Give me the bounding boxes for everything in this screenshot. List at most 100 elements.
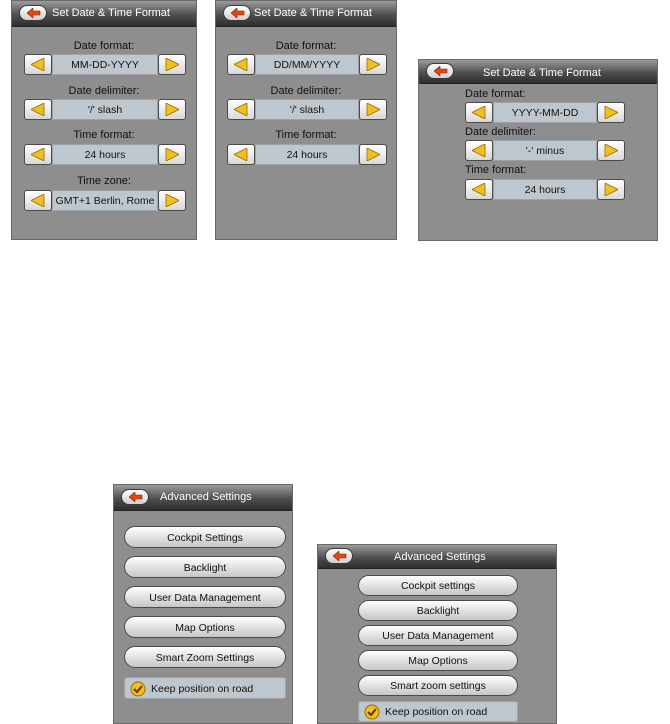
time-zone-label: Time zone: xyxy=(76,175,131,187)
left-arrow-icon xyxy=(234,58,248,71)
back-arrow-icon xyxy=(434,66,448,76)
date-delimiter-value: '/' slash xyxy=(255,99,359,120)
smart-zoom-settings-button[interactable]: Smart Zoom Settings xyxy=(124,646,286,668)
date-format-value: MM-DD-YYYY xyxy=(52,54,158,75)
time-format-prev-button[interactable] xyxy=(465,179,493,200)
right-arrow-icon xyxy=(165,58,179,71)
right-arrow-icon xyxy=(366,58,380,71)
date-format-prev-button[interactable] xyxy=(24,54,52,75)
time-format-label: Time format: xyxy=(275,129,337,141)
date-delimiter-next-button[interactable] xyxy=(359,99,387,120)
date-delimiter-label: Date delimiter: xyxy=(465,126,536,138)
time-format-label: Time format: xyxy=(465,164,527,176)
cockpit-settings-button[interactable]: Cockpit settings xyxy=(358,575,518,596)
smart-zoom-settings-button[interactable]: Smart zoom settings xyxy=(358,675,518,696)
time-format-next-button[interactable] xyxy=(158,144,186,165)
right-arrow-icon xyxy=(604,183,618,196)
back-arrow-icon xyxy=(333,551,347,561)
keep-position-on-road-label: Keep position on road xyxy=(385,706,488,718)
date-format-label: Date format: xyxy=(73,40,135,52)
date-delimiter-prev-button[interactable] xyxy=(24,99,52,120)
left-arrow-icon xyxy=(31,194,45,207)
left-arrow-icon xyxy=(234,103,248,116)
user-data-management-button[interactable]: User Data Management xyxy=(358,625,518,646)
left-arrow-icon xyxy=(234,148,248,161)
title-bar: Set Date & Time Format xyxy=(12,1,196,27)
left-arrow-icon xyxy=(31,103,45,116)
time-zone-next-button[interactable] xyxy=(158,190,186,211)
right-arrow-icon xyxy=(604,144,618,157)
time-zone-value: GMT+1 Berlin, Rome xyxy=(52,190,158,211)
left-arrow-icon xyxy=(472,183,486,196)
date-format-value: DD/MM/YYYY xyxy=(255,54,359,75)
backlight-button[interactable]: Backlight xyxy=(124,556,286,578)
back-button[interactable] xyxy=(121,489,149,505)
time-format-value: 24 hours xyxy=(255,144,359,165)
keep-position-on-road-checkbox[interactable]: Keep position on road xyxy=(358,701,518,722)
keep-position-on-road-checkbox[interactable]: Keep position on road xyxy=(124,677,286,699)
map-options-button[interactable]: Map Options xyxy=(124,616,286,638)
checkmark-icon xyxy=(364,704,380,720)
back-button[interactable] xyxy=(223,5,251,21)
checkmark-icon xyxy=(130,681,146,697)
back-arrow-icon xyxy=(27,8,41,18)
time-format-prev-button[interactable] xyxy=(24,144,52,165)
right-arrow-icon xyxy=(165,103,179,116)
advanced-settings-panel-1: Advanced Settings Cockpit Settings Backl… xyxy=(113,484,293,724)
date-delimiter-label: Date delimiter: xyxy=(270,85,342,97)
user-data-management-button[interactable]: User Data Management xyxy=(124,586,286,608)
time-format-next-button[interactable] xyxy=(359,144,387,165)
date-format-value: YYYY-MM-DD xyxy=(493,102,597,123)
back-button[interactable] xyxy=(325,548,353,564)
date-format-prev-button[interactable] xyxy=(227,54,255,75)
date-format-prev-button[interactable] xyxy=(465,102,493,123)
date-format-label: Date format: xyxy=(275,40,337,52)
page-title: Advanced Settings xyxy=(394,551,486,563)
date-format-next-button[interactable] xyxy=(597,102,625,123)
cockpit-settings-button[interactable]: Cockpit Settings xyxy=(124,526,286,548)
date-delimiter-next-button[interactable] xyxy=(597,140,625,161)
page-title: Set Date & Time Format xyxy=(52,7,170,19)
left-arrow-icon xyxy=(31,148,45,161)
date-delimiter-value: '-' minus xyxy=(493,140,597,161)
right-arrow-icon xyxy=(165,194,179,207)
back-button[interactable] xyxy=(426,63,454,79)
right-arrow-icon xyxy=(366,103,380,116)
title-bar: Set Date & Time Format xyxy=(419,60,657,84)
page-title: Set Date & Time Format xyxy=(483,67,601,79)
title-bar: Advanced Settings xyxy=(114,485,292,511)
back-arrow-icon xyxy=(129,492,143,502)
page-title: Set Date & Time Format xyxy=(254,7,372,19)
right-arrow-icon xyxy=(604,106,618,119)
date-format-next-button[interactable] xyxy=(359,54,387,75)
advanced-settings-panel-2: Advanced Settings Cockpit settings Backl… xyxy=(317,544,557,724)
right-arrow-icon xyxy=(366,148,380,161)
time-format-prev-button[interactable] xyxy=(227,144,255,165)
map-options-button[interactable]: Map Options xyxy=(358,650,518,671)
date-time-format-panel-1: Set Date & Time Format Date format: MM-D… xyxy=(11,0,197,240)
date-delimiter-value: '/' slash xyxy=(52,99,158,120)
date-delimiter-next-button[interactable] xyxy=(158,99,186,120)
time-format-label: Time format: xyxy=(73,129,135,141)
date-format-next-button[interactable] xyxy=(158,54,186,75)
time-format-value: 24 hours xyxy=(52,144,158,165)
back-arrow-icon xyxy=(231,8,245,18)
date-delimiter-prev-button[interactable] xyxy=(227,99,255,120)
date-time-format-panel-2: Set Date & Time Format Date format: DD/M… xyxy=(215,0,397,240)
title-bar: Set Date & Time Format xyxy=(216,1,396,27)
right-arrow-icon xyxy=(165,148,179,161)
date-delimiter-label: Date delimiter: xyxy=(68,85,140,97)
left-arrow-icon xyxy=(31,58,45,71)
backlight-button[interactable]: Backlight xyxy=(358,600,518,621)
date-time-format-panel-3: Set Date & Time Format Date format: YYYY… xyxy=(418,59,658,241)
date-format-label: Date format: xyxy=(465,88,526,100)
time-zone-prev-button[interactable] xyxy=(24,190,52,211)
date-delimiter-prev-button[interactable] xyxy=(465,140,493,161)
time-format-next-button[interactable] xyxy=(597,179,625,200)
left-arrow-icon xyxy=(472,106,486,119)
left-arrow-icon xyxy=(472,144,486,157)
time-format-value: 24 hours xyxy=(493,179,597,200)
title-bar: Advanced Settings xyxy=(318,545,556,569)
keep-position-on-road-label: Keep position on road xyxy=(151,683,254,695)
back-button[interactable] xyxy=(19,5,47,21)
